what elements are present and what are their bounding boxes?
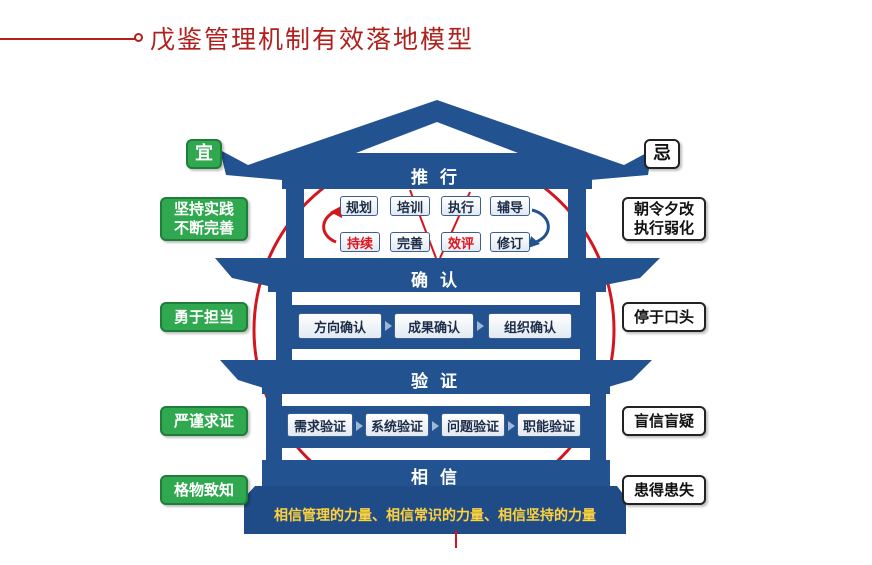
floor-label-yanzheng: 验证 <box>411 372 469 392</box>
floor-label-tuixing: 推行 <box>411 168 469 188</box>
yanzheng-beam <box>262 364 610 394</box>
page-title: 戊鉴管理机制有效落地模型 <box>150 25 475 54</box>
confirm-box-organization: 组织确认 <box>488 313 572 339</box>
verify-box-system: 系统验证 <box>365 413 429 437</box>
verify-box-problem: 问题验证 <box>441 413 505 437</box>
process-box-chixu: 持续 <box>340 232 380 252</box>
process-box-guihua: 规划 <box>340 196 378 216</box>
arrow-head <box>528 236 540 248</box>
right-label-tier4: 患得患失 <box>622 475 706 505</box>
left-label-tier4: 格物致知 <box>160 475 248 505</box>
floor-label-xiangxin: 相信 <box>411 468 469 488</box>
right-label-tier2: 停于口头 <box>622 302 706 332</box>
verify-box-demand: 需求验证 <box>287 413 353 437</box>
process-box-peixun: 培训 <box>390 196 430 216</box>
arrow-head <box>330 205 343 218</box>
right-label-ji: 忌 <box>644 139 680 169</box>
process-box-zhixing: 执行 <box>441 196 481 216</box>
yanzheng-arrow <box>356 421 363 431</box>
title-decoration-line <box>0 38 136 40</box>
queren-arrow <box>477 321 484 331</box>
floor-label-queren: 确认 <box>411 271 469 291</box>
right-label-tier1: 朝令夕改 执行弱化 <box>622 197 706 241</box>
process-box-xiuding: 修订 <box>490 232 530 252</box>
cycle-arrow-right <box>531 208 550 244</box>
verify-box-function: 职能验证 <box>517 413 581 437</box>
roof-gable <box>356 122 518 153</box>
left-label-tier1: 坚持实践 不断完善 <box>160 197 248 241</box>
title-decoration-dot <box>134 33 143 42</box>
queren-arrow <box>385 321 392 331</box>
xiangxin-beam <box>262 460 610 486</box>
yanzheng-arrow <box>508 421 515 431</box>
left-label-tier3: 严谨求证 <box>160 406 248 436</box>
process-box-xiaoping: 效评 <box>441 232 481 252</box>
pillar <box>286 188 304 260</box>
left-label-tier2: 勇于担当 <box>160 302 248 332</box>
process-box-fudao: 辅导 <box>490 196 530 216</box>
yanzheng-arrow <box>432 421 439 431</box>
pillar <box>568 188 586 260</box>
confirm-box-direction: 方向确认 <box>298 313 382 339</box>
left-label-yi: 宜 <box>186 139 222 169</box>
process-box-wanshan: 完善 <box>390 232 430 252</box>
queren-beam <box>268 262 606 292</box>
right-label-tier3: 盲信盲疑 <box>622 406 706 436</box>
confirm-box-result: 成果确认 <box>394 313 474 339</box>
foundation-text: 相信管理的力量、相信常识的力量、相信坚持的力量 <box>274 508 596 524</box>
foundation <box>244 486 626 534</box>
tuixing-beam <box>282 155 592 189</box>
